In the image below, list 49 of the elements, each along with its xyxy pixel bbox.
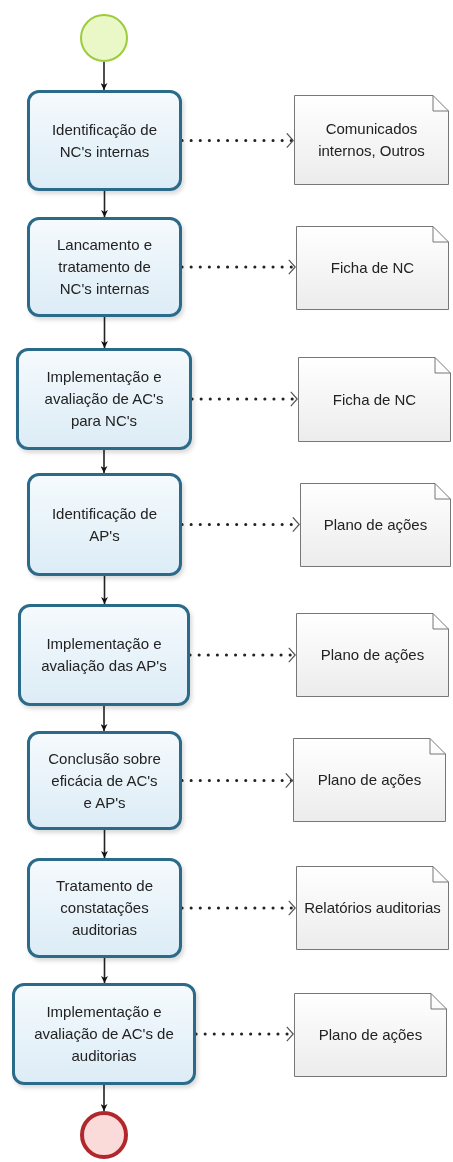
- task-box: [18, 604, 190, 706]
- node-label: Identificação de NC's internas: [50, 119, 159, 162]
- node-label: Ficha de NC: [332, 389, 417, 410]
- task-box: [12, 983, 196, 1085]
- task-box: [27, 90, 182, 191]
- sequence-arrow: [100, 449, 108, 474]
- node-label: Plano de ações: [320, 645, 425, 665]
- document-shape: [293, 738, 446, 822]
- document-shape: [294, 95, 449, 185]
- document-shape: [298, 357, 451, 442]
- association-arrow: [194, 1026, 296, 1042]
- association-arrow: [190, 391, 300, 407]
- sequence-arrow: [101, 575, 108, 605]
- document-shape: [296, 613, 449, 697]
- sequence-arrow: [101, 829, 108, 859]
- sequence-arrow: [100, 1084, 108, 1112]
- node-label: Implementação e avaliação das AP's: [40, 634, 168, 676]
- association-arrow: [180, 132, 296, 149]
- document-shape: [300, 483, 451, 567]
- association-arrow: [180, 772, 295, 789]
- node-label: Plano de ações: [323, 515, 428, 535]
- task-box: [27, 473, 182, 576]
- node-label: Relatórios auditorias: [304, 898, 441, 918]
- task-box: [16, 348, 192, 450]
- node-label: Plano de ações: [318, 1025, 423, 1045]
- node-label: Implementação e avaliação de AC's de auditorias: [33, 1002, 175, 1066]
- task-box: [27, 217, 182, 317]
- association-arrow: [180, 516, 302, 533]
- node-label: Comunicados internos, Outros: [317, 119, 426, 161]
- node-label: Ficha de NC: [330, 258, 415, 278]
- association-arrow: [180, 259, 298, 275]
- node-label: Implementação e avaliação de AC's para NC's: [43, 367, 165, 431]
- sequence-arrow: [101, 190, 108, 218]
- node-label: Identificação de AP's: [50, 503, 159, 546]
- document-shape: [296, 866, 449, 950]
- sequence-arrow: [100, 705, 108, 732]
- sequence-arrow: [101, 316, 108, 349]
- sequence-arrow: [100, 61, 108, 91]
- node-label: Plano de ações: [317, 770, 422, 790]
- node-label: Conclusão sobre eficácia de AC's e AP's: [47, 748, 162, 813]
- task-box: [27, 858, 182, 958]
- document-shape: [296, 226, 449, 310]
- node-label: Tratamento de constatações auditorias: [55, 876, 154, 940]
- task-box: [27, 731, 182, 830]
- document-shape: [294, 993, 447, 1077]
- association-arrow: [188, 647, 298, 663]
- sequence-arrow: [101, 957, 108, 984]
- association-arrow: [180, 900, 298, 916]
- node-label: Lancamento e tratamento de NC's internas: [55, 235, 154, 299]
